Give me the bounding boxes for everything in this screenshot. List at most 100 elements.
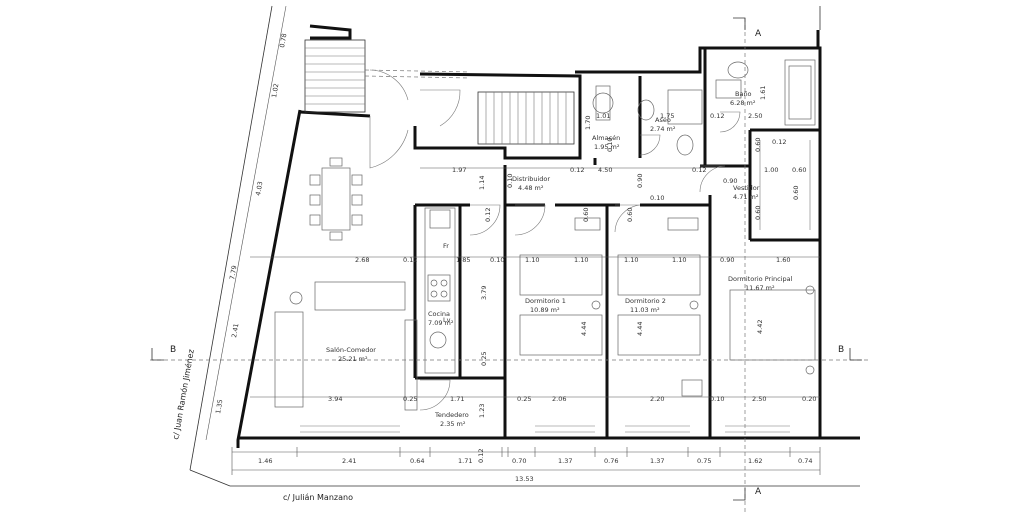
dim-012-e: 0.12 — [772, 138, 786, 146]
doors — [369, 69, 741, 411]
dim-low-1: 3.94 — [328, 395, 342, 403]
dim-090-a: 0.90 — [636, 174, 644, 188]
fridge-label: Fr — [443, 242, 449, 250]
room-name-distribuidor: Distribuidor — [512, 175, 550, 183]
dim-low-3: 1.71 — [450, 395, 464, 403]
section-markers: A A B B — [150, 17, 870, 512]
dim-bottom-2: 2.41 — [342, 457, 356, 465]
dim-low-4: 0.25 — [517, 395, 531, 403]
dim-bottom-4: 1.71 — [458, 457, 472, 465]
dim-bottom-12: 0.74 — [798, 457, 812, 465]
dim-060-a: 0.60 — [754, 138, 762, 152]
room-name-dormitorio-2: Dormitorio 2 — [625, 297, 666, 305]
misc-dimensions: 1.97 1.14 4.50 0.90 0.90 0.10 0.10 0.12 … — [452, 86, 806, 418]
dim-444-a: 4.44 — [580, 322, 588, 336]
section-b-left-label: B — [170, 345, 176, 355]
furniture — [274, 59, 816, 411]
dim-row-3: 1.85 — [456, 256, 470, 264]
room-name-cocina: Cocina — [428, 310, 450, 318]
dim-012-c: 0.12 — [692, 166, 706, 174]
dim-010-a: 0.10 — [650, 194, 664, 202]
section-a-bottom-label: A — [755, 487, 762, 497]
dim-379: 3.79 — [480, 286, 488, 300]
room-name-aseo: Aseo — [655, 116, 671, 124]
dim-060-f: 0.60 — [626, 208, 634, 222]
dim-012-a: 0.12 — [484, 208, 492, 222]
dim-low-6: 2.20 — [650, 395, 664, 403]
dim-low-9: 0.20 — [802, 395, 816, 403]
dim-175: 1.75 — [660, 112, 674, 120]
exterior-walls — [236, 24, 860, 448]
dim-left-5: 2.41 — [230, 323, 240, 339]
dim-bottom-1: 1.46 — [258, 457, 272, 465]
dim-060-b: 0.60 — [754, 206, 762, 220]
room-name-tendedero: Tendedero — [434, 411, 469, 419]
dim-010-b: 0.10 — [506, 174, 514, 188]
site-boundary — [189, 5, 860, 487]
dim-012-b: 0.12 — [570, 166, 584, 174]
low-row-dimensions: 3.94 0.25 1.71 0.25 2.06 2.20 0.10 2.50 … — [328, 395, 816, 403]
room-area-cocina: 7.09 m² — [428, 319, 454, 327]
room-area-vestidor: 4.71 m² — [733, 193, 759, 201]
dim-low-2: 0.25 — [403, 395, 417, 403]
dim-row-10: 1.60 — [776, 256, 790, 264]
dim-bottom-6: 0.70 — [512, 457, 526, 465]
dim-bottom-9: 1.37 — [650, 457, 664, 465]
windows — [300, 425, 790, 433]
section-b-right-label: B — [838, 345, 844, 355]
row-dimensions: 2.68 0.12 1.85 0.10 1.10 1.10 1.10 1.10 … — [355, 256, 790, 264]
room-labels: Salón-Comedor 25.21 m² Cocina 7.09 m² Te… — [326, 90, 793, 428]
dim-bottom-5: 0.12 — [477, 449, 485, 463]
room-area-almacen: 1.95 m² — [594, 143, 620, 151]
dim-114: 1.14 — [478, 176, 486, 190]
dim-row-5: 1.10 — [525, 256, 539, 264]
dim-090-b: 0.90 — [723, 177, 737, 185]
dim-161: 1.61 — [759, 86, 767, 100]
bottom-dimensions: 1.46 2.41 0.64 1.71 0.12 0.70 1.37 0.76 … — [258, 449, 812, 483]
dim-250: 2.50 — [748, 112, 762, 120]
room-name-almacen: Almacén — [592, 134, 620, 142]
dim-left-1: 0.78 — [278, 33, 288, 49]
dim-101: 1.01 — [596, 112, 610, 120]
dim-100: 1.00 — [764, 166, 778, 174]
street-bottom-label: c/ Julián Manzano — [283, 493, 353, 502]
room-name-dormitorio-principal: Dormitorio Principal — [728, 275, 793, 283]
dim-bottom-3: 0.64 — [410, 457, 424, 465]
dim-left-6: 1.35 — [214, 399, 224, 415]
dim-row-1: 2.68 — [355, 256, 369, 264]
dim-170: 1.70 — [584, 116, 592, 130]
dim-row-6: 1.10 — [574, 256, 588, 264]
washer-label: Lv — [443, 316, 451, 324]
street-left-label: c/ Juan Ramón Jiménez — [170, 348, 196, 440]
dim-low-7: 0.10 — [710, 395, 724, 403]
dim-442: 4.42 — [756, 320, 764, 334]
dim-060-c: 0.60 — [792, 166, 806, 174]
room-name-salon: Salón-Comedor — [326, 346, 376, 354]
room-area-dormitorio-2: 11.03 m² — [630, 306, 660, 314]
dim-060-d: 0.60 — [792, 186, 800, 200]
dim-row-9: 0.90 — [720, 256, 734, 264]
dim-row-7: 1.10 — [624, 256, 638, 264]
dim-row-4: 0.10 — [490, 256, 504, 264]
stairs — [304, 39, 575, 145]
dim-450: 4.50 — [598, 166, 612, 174]
room-area-aseo: 2.74 m² — [650, 125, 676, 133]
dim-060-e: 0.60 — [582, 208, 590, 222]
dim-low-5: 2.06 — [552, 395, 566, 403]
dim-bottom-11: 1.62 — [748, 457, 762, 465]
dim-012-d: 0.12 — [710, 112, 724, 120]
dim-bottom-8: 0.76 — [604, 457, 618, 465]
dim-025: 0.25 — [480, 352, 488, 366]
dim-left-3: 4.03 — [254, 181, 264, 197]
left-dimensions: 0.78 1.02 4.03 7.79 2.41 1.35 — [214, 33, 288, 415]
dim-total-width: 13.53 — [515, 475, 534, 483]
dim-197: 1.97 — [452, 166, 466, 174]
room-area-bano: 6.28 m² — [730, 99, 756, 107]
dim-444-b: 4.44 — [636, 322, 644, 336]
dim-left-2: 1.02 — [270, 83, 280, 99]
room-name-bano: Baño — [735, 90, 752, 98]
room-area-distribuidor: 4.48 m² — [518, 184, 544, 192]
dim-123: 1.23 — [478, 404, 486, 418]
dim-row-8: 1.10 — [672, 256, 686, 264]
room-name-vestidor: Vestidor — [733, 184, 760, 192]
